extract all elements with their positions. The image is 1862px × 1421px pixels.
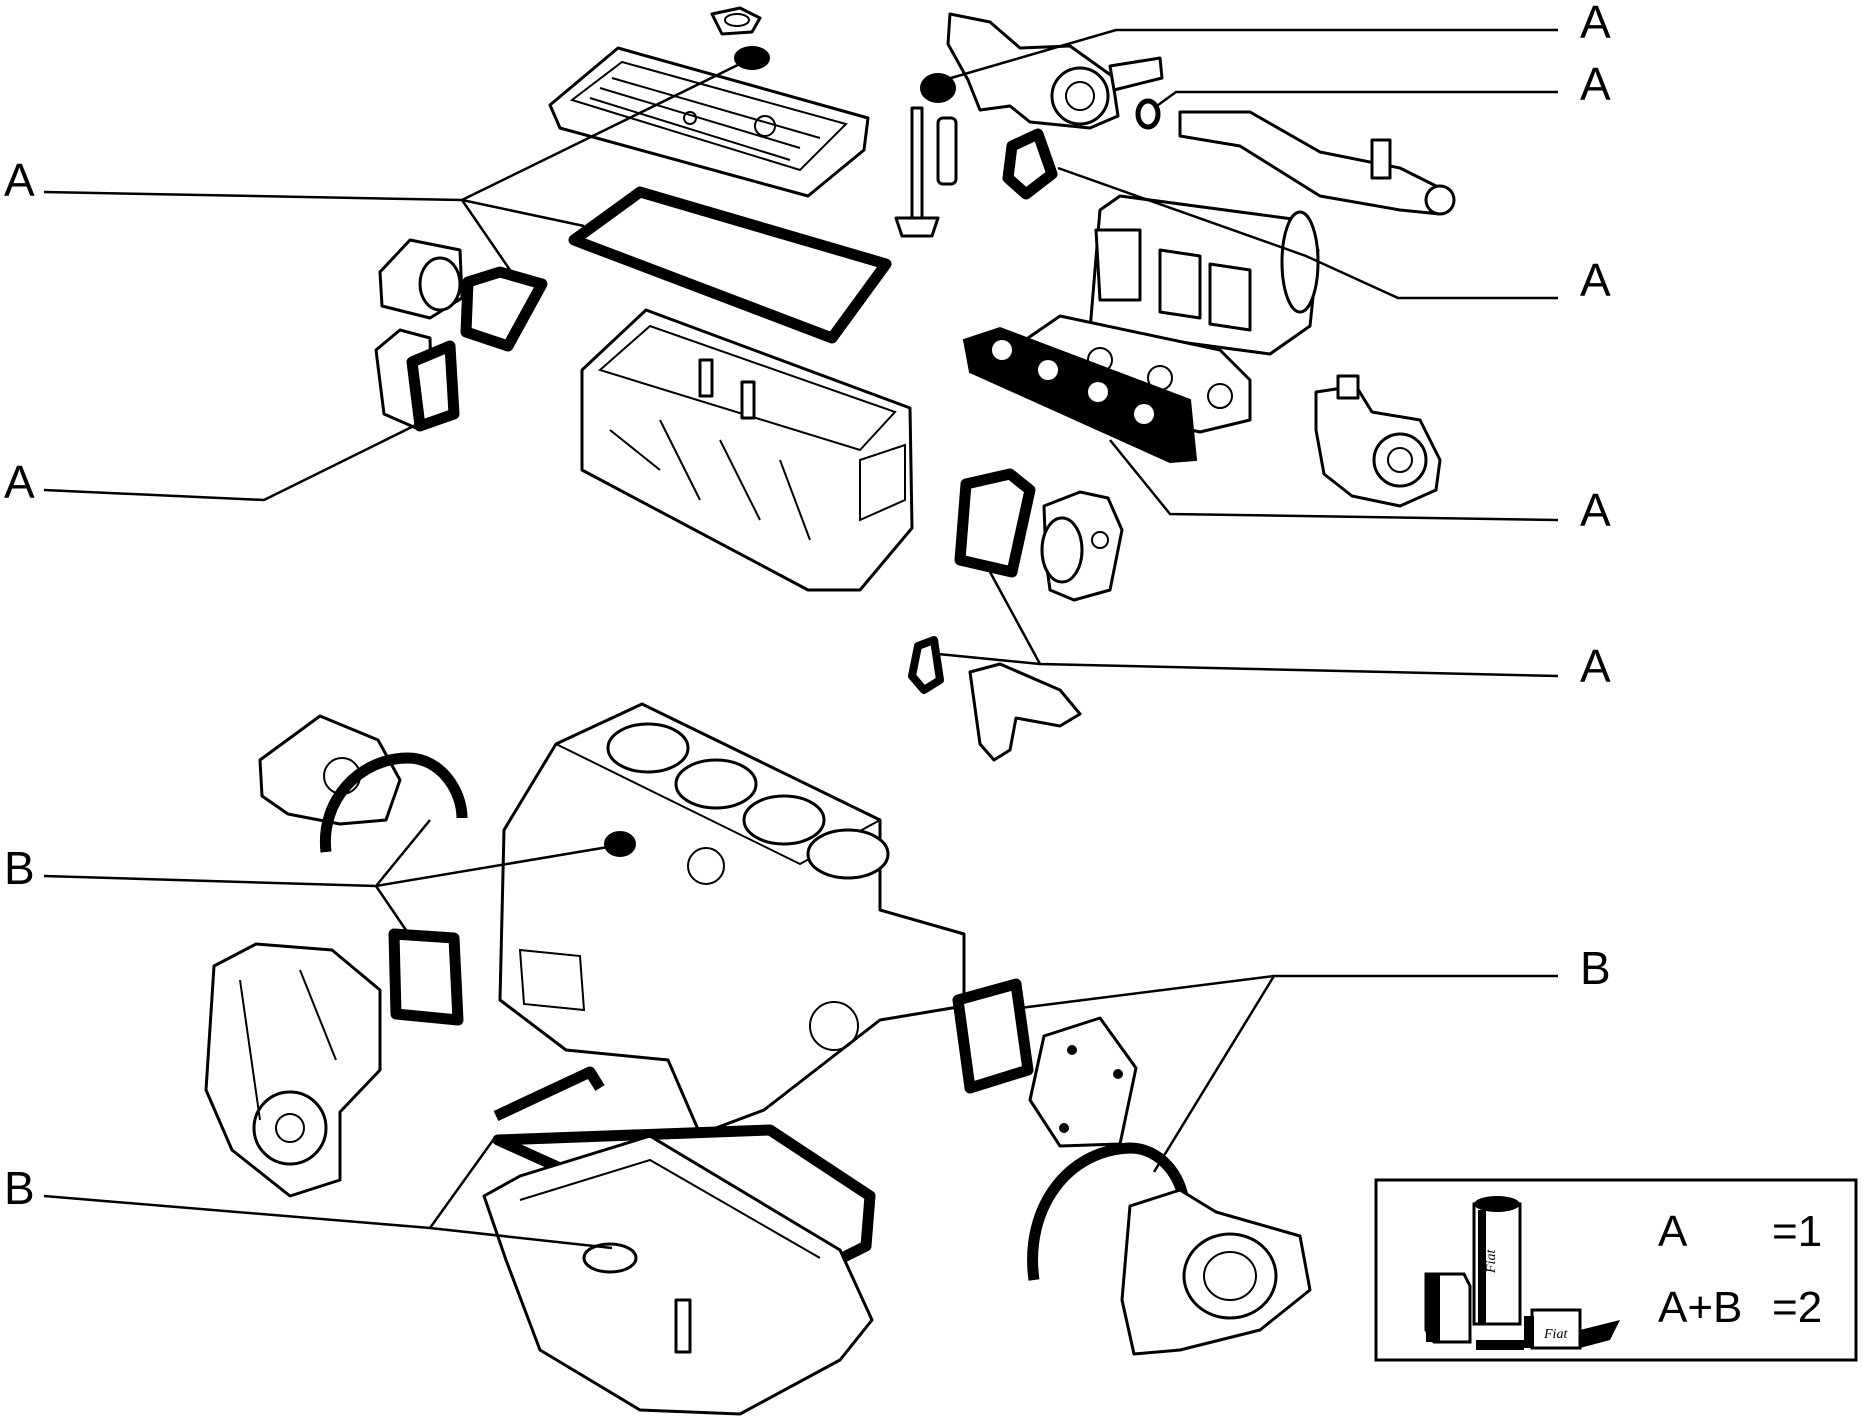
oil-pump-gasket [388,928,464,1026]
kit-logo-text: Fiat [1484,1249,1499,1274]
water-fitting-gasket [908,636,944,694]
side-cover-gasket [952,978,1034,1094]
rear-seal-housing [1120,1188,1312,1356]
legend-row1-value: =1 [1772,1207,1822,1256]
callout-a-left-cover: A [4,456,35,508]
callout-a-top-right-1: A [1580,0,1611,48]
thermostat-flange-gasket [1002,128,1058,200]
rear-seal-gasket [1027,1142,1190,1281]
legend-row1-label: A [1658,1207,1688,1256]
manifold-gasket [962,326,1198,464]
callout-a-top-right-2: A [1580,58,1611,110]
valve-cover-gasket [568,186,892,344]
water-pump-assembly [204,942,382,1198]
legend-row2-label: A+B [1658,1283,1742,1332]
vacuum-pump-body [378,238,464,320]
oil-filler-cap [710,6,762,36]
water-pipe [1178,110,1456,216]
engine-block [498,702,966,1136]
cylinder-head [580,308,914,592]
callout-a-right-thermostat: A [1580,640,1611,692]
kit-box-icon: Fiat Fiat [1424,1196,1620,1350]
callout-a-right-gasket: A [1580,484,1611,536]
legend-row2-value: =2 [1772,1283,1822,1332]
callout-b-right: B [1580,942,1611,994]
callout-a-upper-left: A [4,154,35,206]
valve-and-guide [894,106,958,238]
callout-b-left-lower: B [4,1162,35,1214]
block-plug-seal [604,831,636,857]
front-cover-gasket [319,752,468,853]
callout-a-right-manifold: A [1580,254,1611,306]
filler-cap-seal [734,46,770,70]
thermostat-gasket [954,468,1036,578]
vacuum-pump-gasket [460,266,548,352]
legend-box: Fiat Fiat A =1 A+B =2 [1374,1178,1858,1362]
hose-o-ring [1135,98,1161,130]
side-cover-plate [1028,1016,1138,1148]
water-fitting [968,662,1082,762]
water-pump-cover-gasket [406,340,460,432]
thermostat-body [1040,490,1124,602]
valve-cover [548,46,870,198]
intake-manifold [1088,194,1320,356]
oil-sump [482,1134,874,1416]
fuel-pump [1314,374,1442,508]
housing-plug-seal [920,73,956,103]
thermostat-housing [946,12,1164,130]
leader-lines [43,28,1559,1250]
kit-logo-text-box: Fiat [1543,1327,1568,1342]
callout-b-left-upper: B [4,842,35,894]
